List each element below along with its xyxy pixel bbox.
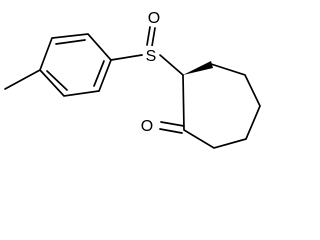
- aromatic-inner-bond: [93, 60, 105, 87]
- sulfur-atom: S: [144, 46, 158, 65]
- ketone-oxygen-label: O: [141, 118, 153, 135]
- sulfur-carbon-bond: [159, 54, 184, 76]
- sulfur-label: S: [146, 48, 157, 65]
- aryl-sulfur-bond: [110, 54, 143, 61]
- tolyl-ring: [39, 33, 112, 97]
- ketone-oxygen-atom: O: [138, 116, 156, 135]
- molecular-structure: S O O: [4, 8, 261, 149]
- methyl-bond: [4, 69, 41, 90]
- sulfinyl-oxygen-atom: O: [146, 8, 162, 27]
- sulfinyl-oxygen-label: O: [148, 10, 160, 27]
- aromatic-inner-bond: [46, 70, 68, 91]
- sulfinyl-double-bond: [146, 26, 156, 47]
- ketone-double-bond: [159, 121, 185, 134]
- stereo-wedge-bond: [183, 61, 213, 75]
- cycloheptane-ring: [182, 63, 261, 149]
- aromatic-inner-bond: [55, 39, 86, 45]
